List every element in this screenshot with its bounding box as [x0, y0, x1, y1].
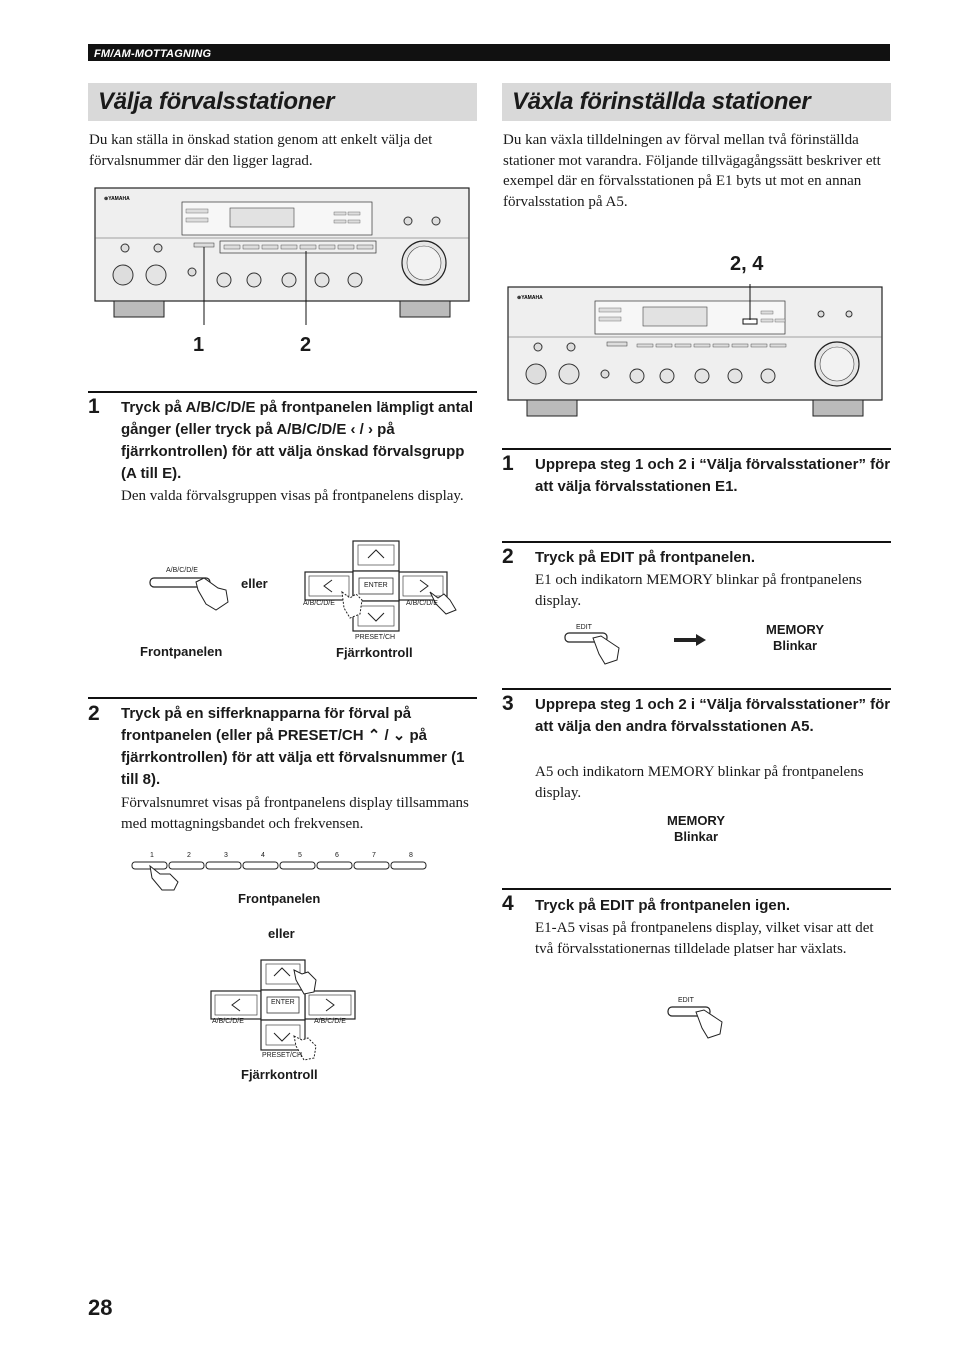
left-step2-body: Förvalsnumret visas på frontpanelens dis… — [121, 795, 469, 832]
abcde-button-label: A/B/C/D/E — [166, 567, 198, 574]
left-step2-rule — [88, 697, 477, 699]
step2-blinkar-label: Blinkar — [772, 638, 818, 653]
right-step1-rule — [502, 448, 891, 450]
right-step2-rule — [502, 541, 891, 543]
fig2-enter-label: ENTER — [271, 999, 295, 1006]
fig1-enter-label: ENTER — [364, 582, 388, 589]
right-step1-number: 1 — [502, 452, 514, 475]
left-step1-rule — [88, 391, 477, 393]
brand-logo: ⊛YAMAHA — [104, 196, 130, 202]
preset-number-5: 5 — [298, 852, 302, 859]
svg-text:⊛YAMAHA: ⊛YAMAHA — [517, 295, 543, 301]
right-step3-rule — [502, 688, 891, 690]
right-step2-title: Tryck på EDIT på frontpanelen. — [535, 549, 756, 566]
section-tag: FM/AM-MOTTAGNING — [88, 44, 890, 61]
left-step2-number: 2 — [88, 702, 100, 725]
fig1-remote-left-label: A/B/C/D/E — [303, 600, 335, 607]
section-tag-label: FM/AM-MOTTAGNING — [94, 48, 212, 60]
step3-blinkar-label: Blinkar — [673, 829, 719, 844]
fig1-remote-label: Fjärrkontroll — [336, 645, 413, 660]
left-heading-bar: Välja förvalsstationer — [88, 83, 477, 121]
fig2-front-label: Frontpanelen — [238, 891, 321, 906]
right-step3-title: Upprepa steg 1 och 2 i “Välja förvalssta… — [535, 696, 891, 735]
preset-number-1: 1 — [150, 852, 154, 859]
right-intro: Du kan växla tilldelningen av förval mel… — [503, 132, 881, 210]
left-step1-title: Tryck på A/B/C/D/E på frontpanelen lämpl… — [121, 399, 474, 482]
left-step2-title: Tryck på en sifferknapparna för förval p… — [121, 705, 465, 788]
right-step1-title: Upprepa steg 1 och 2 i “Välja förvalssta… — [535, 456, 891, 495]
fig1-preset-ch-label: PRESET/CH — [355, 634, 396, 641]
right-title: Växla förinställda stationer — [512, 88, 811, 115]
right-step4-rule — [502, 888, 891, 890]
right-step4-body: E1-A5 visas på frontpanelens display, vi… — [535, 920, 874, 957]
right-step4-title: Tryck på EDIT på frontpanelen igen. — [535, 897, 791, 914]
edit-front-button[interactable] — [563, 628, 627, 666]
remote-dpad-fig2[interactable] — [208, 958, 358, 1062]
right-step2-body: E1 och indikatorn MEMORY blinkar på fron… — [535, 572, 862, 609]
left-intro: Du kan ställa in önskad station genom at… — [89, 132, 433, 169]
preset-number-2: 2 — [187, 852, 191, 859]
edit-front-button-2[interactable] — [666, 1002, 730, 1040]
preset-number-8: 8 — [409, 852, 413, 859]
callout-1: 1 — [193, 334, 205, 356]
remote-dpad-fig1[interactable] — [302, 540, 460, 640]
callout-2-4: 2, 4 — [730, 253, 764, 275]
right-step3-body: A5 och indikatorn MEMORY blinkar på fron… — [535, 764, 864, 801]
preset-number-6: 6 — [335, 852, 339, 859]
fig2-preset-ch-label: PRESET/CH — [262, 1052, 303, 1059]
fig1-front-label: Frontpanelen — [140, 644, 223, 659]
right-heading-bar: Växla förinställda stationer — [502, 83, 891, 121]
fig2-remote-right-label: A/B/C/D/E — [314, 1018, 346, 1025]
preset-number-7: 7 — [372, 852, 376, 859]
preset-number-3: 3 — [224, 852, 228, 859]
page-number: 28 — [88, 1295, 113, 1320]
step2-memory-label: MEMORY — [765, 622, 825, 637]
fig2-remote-left-label: A/B/C/D/E — [212, 1018, 244, 1025]
preset-buttons-strip[interactable] — [128, 858, 438, 894]
step3-memory-label: MEMORY — [666, 813, 726, 828]
right-step2-number: 2 — [502, 545, 514, 568]
fig2-remote-label: Fjärrkontroll — [241, 1067, 318, 1082]
callout-2: 2 — [300, 334, 312, 356]
left-step1-body: Den valda förvalsgruppen visas på frontp… — [121, 488, 464, 504]
left-step1-number: 1 — [88, 395, 100, 418]
abcde-front-button[interactable] — [148, 572, 230, 612]
receiver-front-panel-left: ⊛YAMAHA — [94, 187, 470, 325]
edit-button-label-2: EDIT — [678, 997, 694, 1004]
fig2-or: eller — [268, 926, 295, 941]
receiver-front-panel-right: ⊛YAMAHA — [507, 284, 883, 417]
fig1-or: eller — [241, 576, 268, 591]
left-title: Välja förvalsstationer — [98, 88, 335, 115]
preset-number-row: 1 2 3 4 5 6 7 8 — [130, 852, 430, 862]
right-step4-number: 4 — [502, 892, 514, 915]
edit-button-label: EDIT — [576, 624, 592, 631]
fig1-remote-right-label: A/B/C/D/E — [406, 600, 438, 607]
arrow-right-icon — [674, 634, 706, 646]
right-step3-number: 3 — [502, 692, 514, 715]
preset-number-4: 4 — [261, 852, 265, 859]
